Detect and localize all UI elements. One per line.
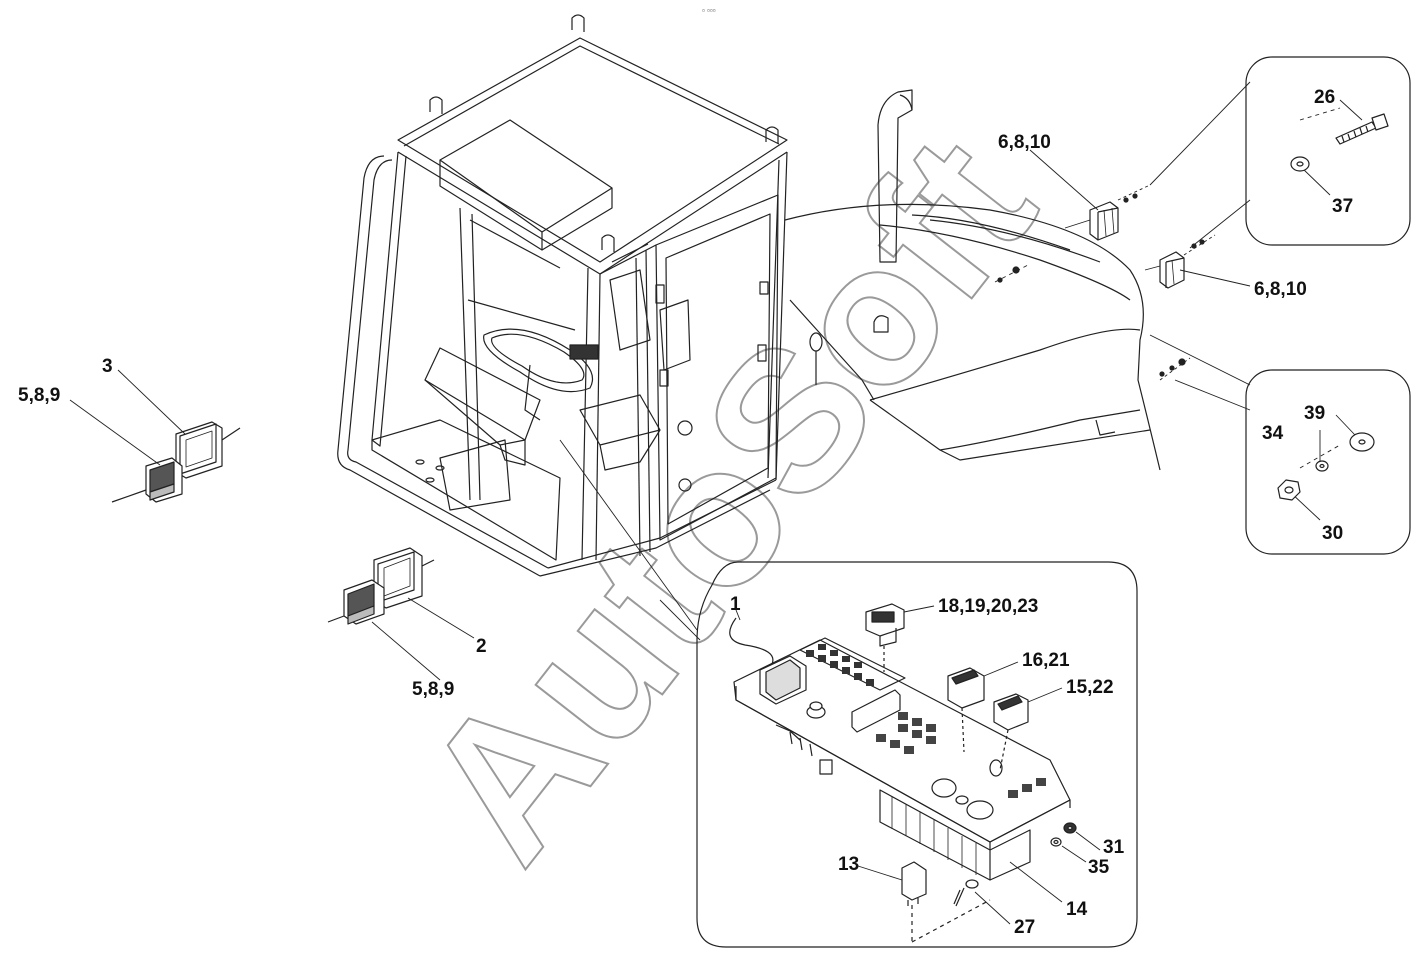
callout-6-8-10-right: 6,8,10: [1254, 279, 1307, 300]
detail-box-dashboard: [696, 561, 1138, 948]
callout-13: 13: [838, 854, 860, 875]
callout-31: 31: [1103, 837, 1125, 858]
callout-18-19-20-23: 18,19,20,23: [938, 596, 1039, 617]
rear-lamp-3: [175, 421, 241, 479]
hood: [784, 89, 1161, 471]
lockwasher-34: [1315, 460, 1329, 472]
callout-37: 37: [1332, 196, 1354, 217]
callout-27: 27: [1014, 917, 1036, 938]
small-fasteners: [997, 193, 1205, 377]
top-mark: ▫ ▫▫▫: [702, 6, 716, 15]
callout-2: 2: [476, 636, 487, 657]
relay-13: [901, 861, 927, 942]
detail-box-nut: [1245, 369, 1411, 555]
bolt-26: [1335, 113, 1389, 145]
callout-26: 26: [1314, 87, 1336, 108]
callout-39: 39: [1304, 403, 1326, 424]
callout-35: 35: [1088, 857, 1110, 878]
callout-1: 1: [730, 594, 741, 615]
switch-15-22: [993, 693, 1029, 771]
dashboard-leaders: [735, 605, 1101, 925]
callout-5-8-9-left: 5,8,9: [18, 385, 61, 406]
washer-39: [1349, 432, 1375, 452]
detail-leader-lines: [559, 81, 1251, 641]
callout-30: 30: [1322, 523, 1344, 544]
nut-30: [1277, 479, 1301, 501]
callout-6-8-10-top: 6,8,10: [998, 132, 1051, 153]
callout-3: 3: [102, 356, 113, 377]
callout-16-21: 16,21: [1022, 650, 1070, 671]
callout-34: 34: [1262, 423, 1284, 444]
callout-15-22: 15,22: [1066, 677, 1114, 698]
dashboard-panel: [729, 617, 1071, 881]
mounting-lines: [994, 107, 1341, 469]
nut-31: [1063, 822, 1077, 834]
detail-box-bolt: [1245, 56, 1411, 246]
switch-18-19-20-23: [865, 603, 905, 672]
work-light-right: [1159, 251, 1185, 289]
rear-lamp-5-8-9-left: [111, 457, 183, 503]
cab-frame: [337, 14, 788, 577]
rear-lamp-5-8-9-center: [327, 579, 385, 625]
callout-5-8-9-center: 5,8,9: [412, 679, 455, 700]
callout-14: 14: [1066, 899, 1088, 920]
work-light-top: [1089, 201, 1119, 241]
washer-37: [1290, 156, 1310, 172]
washer-35: [1050, 837, 1062, 847]
switch-16-21: [947, 667, 985, 753]
screw-27: [911, 879, 991, 943]
